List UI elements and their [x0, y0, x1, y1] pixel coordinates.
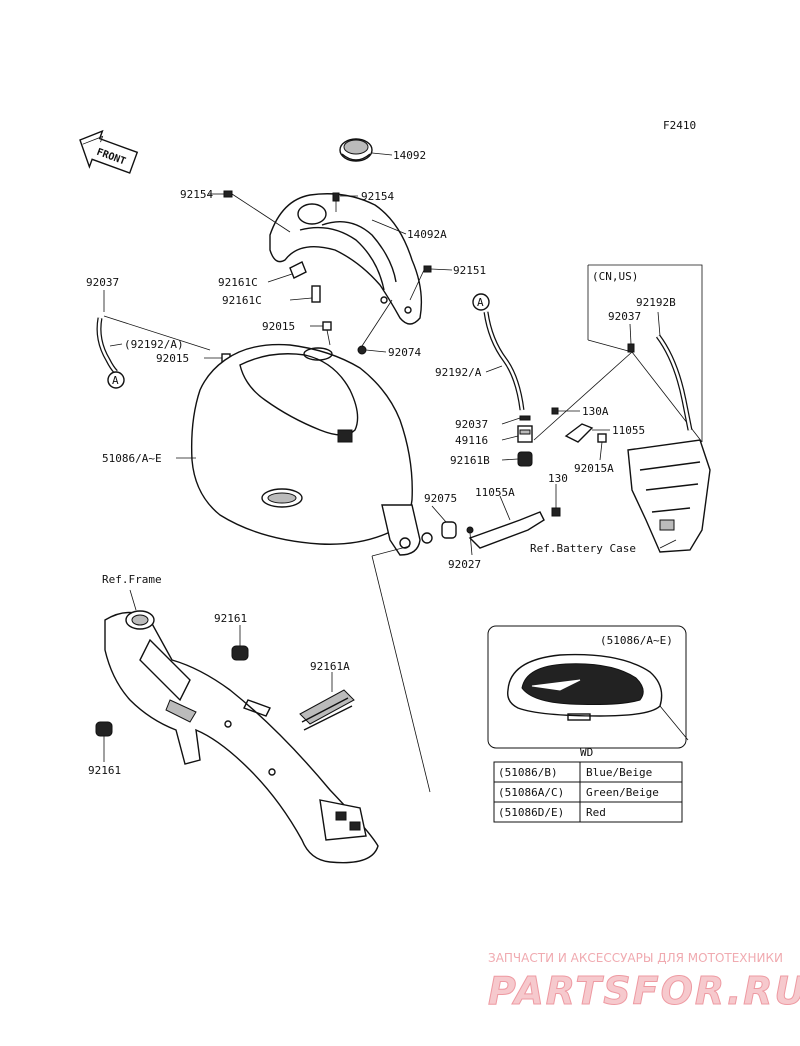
connector-a-right-label: A [477, 296, 484, 309]
label-92192a: 92192/A [435, 366, 482, 379]
label-51086: 51086/A~E [102, 452, 162, 465]
bracket-11055 [564, 423, 610, 443]
damper-92161a-strip [299, 672, 355, 731]
label-92015-b: 92015 [156, 352, 189, 365]
label-92192a-paren: (92192/A) [124, 338, 184, 351]
label-92074: 92074 [388, 346, 421, 359]
connector-a-right: A [472, 293, 490, 311]
frame [104, 589, 379, 864]
wd-row-code: (51086/B) [498, 766, 558, 779]
label-49116: 49116 [455, 434, 488, 447]
label-130: 130 [548, 472, 568, 485]
screw-92151 [409, 265, 453, 301]
tank-color-inset [487, 625, 689, 749]
damper-92161-b [95, 721, 113, 762]
label-92075: 92075 [424, 492, 457, 505]
label-92015-a: 92015 [262, 320, 295, 333]
collar-92027 [466, 526, 474, 556]
valve-49116 [501, 425, 533, 443]
damper-92161-a [231, 625, 249, 661]
hose-92192b [655, 311, 693, 431]
label-battery-case: Ref.Battery Case [530, 542, 636, 555]
wd-row-code: (51086A/C) [498, 786, 564, 799]
clamp-92037-left [96, 290, 211, 374]
label-92161-a: 92161 [214, 612, 247, 625]
battery-case [627, 439, 711, 553]
label-92151: 92151 [453, 264, 486, 277]
watermark-logo: PARTSFOR.RU [488, 969, 800, 1013]
hose-92192a [483, 311, 525, 411]
label-92015a: 92015A [574, 462, 614, 475]
bolt-130a [551, 407, 580, 415]
figure-code: F2410 [663, 119, 696, 132]
label-92154-left: 92154 [180, 188, 213, 201]
label-92027: 92027 [448, 558, 481, 571]
damper-92074 [357, 299, 393, 355]
label-14092: 14092 [393, 149, 426, 162]
leader-tank-mount [371, 545, 411, 557]
label-92192b: 92192B [636, 296, 676, 309]
wd-table-title: WD [580, 746, 593, 759]
damper-92161b [501, 451, 533, 467]
grommet-92015-a [310, 321, 332, 346]
connector-a-left: A [107, 371, 125, 389]
label-inset: (51086/A~E) [600, 634, 673, 647]
bracket-11055a [468, 495, 545, 549]
label-92037-cnus: 92037 [608, 310, 641, 323]
bolt-92154-left [208, 190, 291, 233]
fuel-tank [176, 343, 433, 556]
watermark-tagline: ЗАПЧАСТИ И АКСЕССУАРЫ ДЛЯ МОТОТЕХНИКИ [488, 951, 783, 965]
clamp-92161c-b [289, 285, 321, 303]
connector-a-left-label: A [112, 374, 119, 387]
clamp-92037-cnus [627, 323, 635, 353]
watermark: ЗАПЧАСТИ И АКСЕССУАРЫ ДЛЯ МОТОТЕХНИКИ PA… [488, 951, 800, 1014]
wd-color-table: WD (51086/B) Blue/Beige (51086A/C) Green… [493, 746, 683, 823]
fuel-cap [339, 138, 393, 162]
bolt-130 [551, 484, 561, 517]
label-11055: 11055 [612, 424, 645, 437]
wd-row-color: Red [586, 806, 606, 819]
tank-console-cover [269, 193, 423, 325]
label-92161c-b: 92161C [222, 294, 262, 307]
label-92037-left: 92037 [86, 276, 119, 289]
bolt-92154-right [332, 192, 358, 212]
wd-row-color: Green/Beige [586, 786, 659, 799]
label-14092a: 14092A [407, 228, 447, 241]
damper-92075 [431, 505, 457, 539]
label-92161c-a: 92161C [218, 276, 258, 289]
label-92161b: 92161B [450, 454, 490, 467]
label-130a: 130A [582, 405, 609, 418]
clamp-92037-mid [501, 415, 531, 425]
label-92161-b: 92161 [88, 764, 121, 777]
label-ref-frame: Ref.Frame [102, 573, 162, 586]
wd-row-code: (51086D/E) [498, 806, 564, 819]
label-92154-right: 92154 [361, 190, 394, 203]
label-cn-us: (CN,US) [592, 270, 638, 283]
grommet-92015a [597, 433, 607, 461]
front-arrow-icon: FRONT [79, 129, 139, 174]
leader-tank-frame [371, 555, 431, 793]
clamp-92161c-a [267, 261, 307, 283]
cn-us-box [533, 264, 703, 443]
wd-row-color: Blue/Beige [586, 766, 652, 779]
label-11055a: 11055A [475, 486, 515, 499]
label-92037-mid: 92037 [455, 418, 488, 431]
label-92161a: 92161A [310, 660, 350, 673]
